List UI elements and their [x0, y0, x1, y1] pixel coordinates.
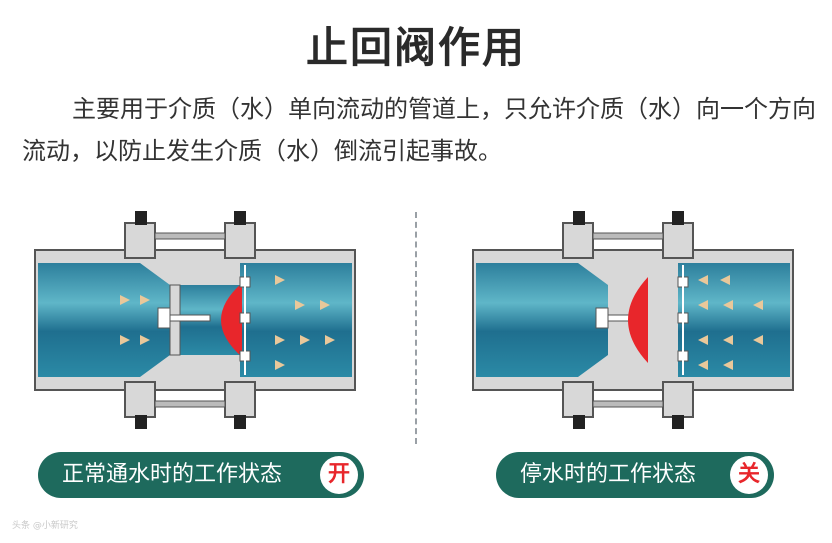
water-outlet: [240, 263, 352, 377]
flange-top-right: [224, 222, 256, 259]
water-inlet: [38, 263, 170, 377]
flow-arrows: [120, 275, 335, 370]
flange-bottom-left: [124, 381, 156, 418]
page-title: 止回阀作用: [305, 23, 526, 72]
valve-disc: [221, 283, 242, 357]
status-badge-closed: 关: [730, 456, 768, 494]
flange-top-left: [124, 222, 156, 259]
status-badge-open: 开: [320, 456, 358, 494]
bolt-top-right: [234, 211, 246, 225]
valve-closed-diagram: [472, 211, 794, 429]
bolt-bottom-left: [135, 415, 147, 429]
bolt-top-left: [135, 211, 147, 225]
status-label-open-text: 正常通水时的工作状态: [62, 462, 283, 487]
status-label-closed: 停水时的工作状态 关: [496, 452, 774, 498]
valve-disc-closed: [628, 277, 648, 363]
backflow-arrows: [698, 275, 763, 370]
watermark: 头条 @小新研究: [12, 521, 78, 531]
valve-open-diagram: [34, 211, 356, 429]
divider-line: [415, 212, 417, 444]
flange-bottom-right: [224, 381, 256, 418]
bolt-bottom-right: [234, 415, 246, 429]
description-text: 主要用于介质（水）单向流动的管道上，只允许介质（水）向一个方向流动，以防止发生介…: [22, 95, 816, 165]
status-label-open: 正常通水时的工作状态 开: [38, 452, 364, 498]
status-label-closed-text: 停水时的工作状态: [520, 462, 697, 487]
